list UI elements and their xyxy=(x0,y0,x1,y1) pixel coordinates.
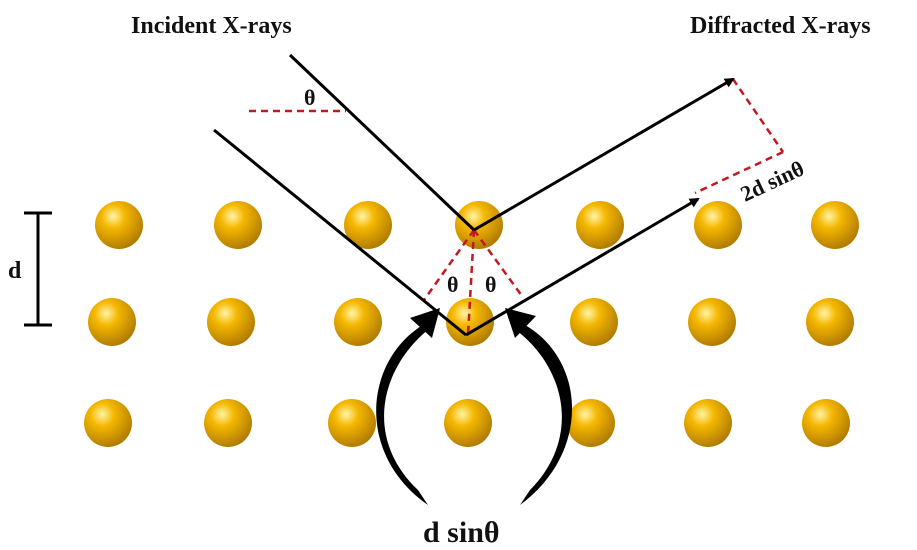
atom xyxy=(334,298,382,346)
atom xyxy=(567,399,615,447)
atom xyxy=(570,298,618,346)
atom xyxy=(344,201,392,249)
path-difference-arrows xyxy=(376,308,573,505)
atom xyxy=(446,298,494,346)
x-ray-paths xyxy=(213,53,735,337)
atom xyxy=(444,399,492,447)
d-sin-theta-label: d sinθ xyxy=(423,516,500,549)
atom xyxy=(688,298,736,346)
crystal-lattice xyxy=(84,201,859,447)
right-curved-arrow xyxy=(515,320,573,505)
atom xyxy=(455,201,503,249)
outgoing-perpendicular xyxy=(731,78,785,153)
upper-diffracted-ray xyxy=(473,77,735,232)
lower-diffracted-ray xyxy=(465,197,700,337)
path-difference-segment xyxy=(694,150,784,195)
diffracted-label: Diffracted X-rays xyxy=(690,13,871,39)
atom xyxy=(576,201,624,249)
atom xyxy=(95,201,143,249)
right-arrowhead xyxy=(505,308,536,338)
atom xyxy=(84,399,132,447)
left-curved-arrow xyxy=(376,320,432,505)
two-d-sin-theta-label: 2d sinθ xyxy=(737,155,808,206)
atom xyxy=(806,298,854,346)
construction-lines xyxy=(249,78,785,336)
atom xyxy=(204,399,252,447)
theta-right-label: θ xyxy=(485,272,496,297)
atom xyxy=(328,399,376,447)
incident-label: Incident X-rays xyxy=(131,13,292,39)
atom xyxy=(802,399,850,447)
atom xyxy=(207,298,255,346)
d-label: d xyxy=(8,258,22,284)
atom xyxy=(811,201,859,249)
incident-path-perpendicular xyxy=(422,229,476,301)
d-spacing-bracket xyxy=(24,211,52,327)
diffracted-path-perpendicular xyxy=(472,229,524,297)
atom xyxy=(214,201,262,249)
theta-left-label: θ xyxy=(447,272,458,297)
theta-top-label: θ xyxy=(304,85,315,110)
normal-line xyxy=(466,229,476,336)
atom xyxy=(684,399,732,447)
atom xyxy=(694,201,742,249)
left-arrowhead xyxy=(410,308,440,338)
atom xyxy=(88,298,136,346)
upper-incident-ray xyxy=(288,53,476,232)
lower-incident-ray xyxy=(213,128,467,337)
